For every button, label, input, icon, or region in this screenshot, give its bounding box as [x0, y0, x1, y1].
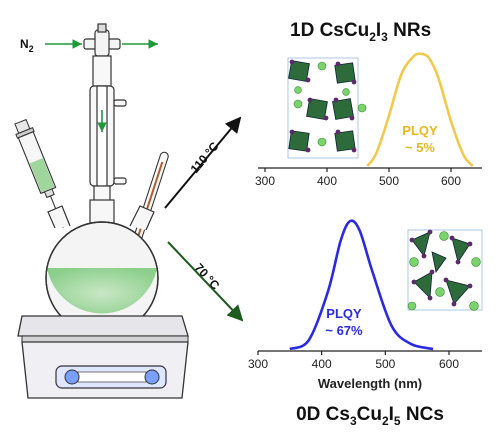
- crystal-structure-1d: [287, 57, 367, 159]
- round-bottom-flask: [45, 199, 159, 335]
- low-temp-arrow: [167, 241, 244, 322]
- top-emission-curve: [366, 52, 474, 167]
- x-tick-label: 300: [248, 357, 268, 371]
- left-knob: [64, 369, 80, 385]
- hot-plate: [17, 315, 189, 399]
- bottom-plqy-value: ~ 67%: [325, 323, 363, 338]
- stopcock-adapter: [83, 23, 121, 57]
- x-tick-label: 400: [312, 357, 332, 371]
- x-tick-label: 500: [375, 357, 395, 371]
- x-tick-label: 400: [317, 174, 337, 188]
- x-axis-label: Wavelength (nm): [318, 376, 422, 391]
- apparatus: N2: [14, 23, 189, 399]
- low-temp-label: 70 °C: [192, 261, 223, 293]
- bottom-product-title: 0D Cs3Cu2I5 NCs: [296, 404, 444, 428]
- solution: [47, 268, 157, 314]
- top-chart: 300 400 500 600 PLQY ~ 5%: [255, 52, 482, 188]
- bottom-plqy-label: PLQY: [326, 306, 362, 321]
- top-plqy-label: PLQY: [402, 123, 438, 138]
- x-tick-label: 300: [255, 174, 275, 188]
- condenser: [89, 55, 127, 215]
- top-plqy-value: ~ 5%: [405, 140, 435, 155]
- high-temp-label: 110 °C: [188, 139, 222, 176]
- top-product-title: 1D CsCu2I3 NRs: [290, 20, 431, 44]
- crystal-structure-0d: [407, 229, 483, 311]
- x-tick-label: 500: [379, 174, 399, 188]
- bottom-emission-curve: [289, 219, 434, 351]
- bottom-chart: 300 400 500 600 PLQY ~ 67% Wavelength (nm): [248, 219, 482, 391]
- right-knob: [144, 369, 160, 385]
- x-tick-label: 600: [439, 357, 459, 371]
- x-tick-label: 600: [441, 174, 461, 188]
- high-temp-arrow: [164, 116, 242, 209]
- n2-label: N2: [20, 37, 34, 54]
